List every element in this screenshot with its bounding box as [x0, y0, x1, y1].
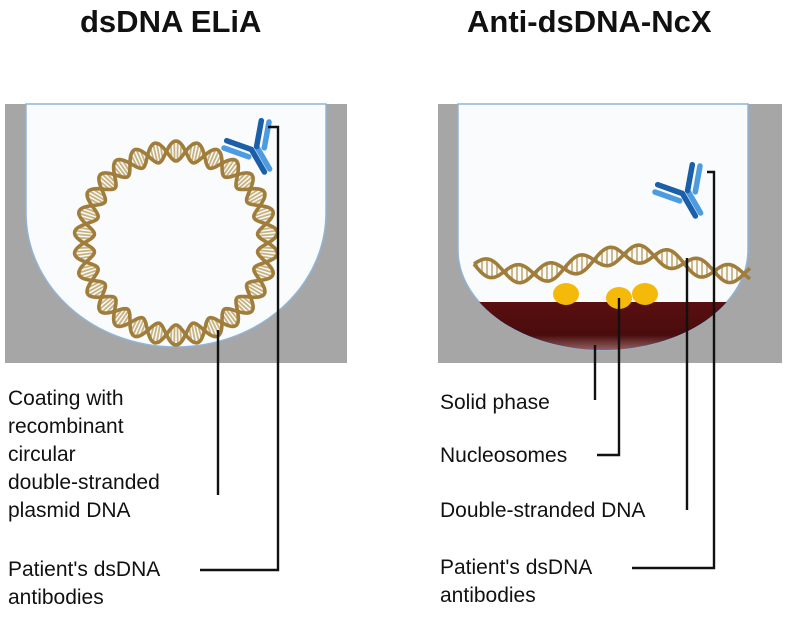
label-solid-phase: Solid phase	[440, 390, 550, 415]
label-right-antibodies-line-2: antibodies	[440, 583, 536, 608]
label-coating-line-5: plasmid DNA	[8, 498, 131, 523]
label-dsdna: Double-stranded DNA	[440, 498, 645, 523]
label-left-antibodies-line-1: Patient's dsDNA	[8, 557, 160, 582]
label-coating-line-1: Coating with	[8, 386, 124, 411]
label-left-antibodies-line-2: antibodies	[8, 585, 104, 610]
label-coating-line-2: recombinant	[8, 414, 124, 439]
right-microplate-well	[438, 104, 782, 363]
label-coating-line-3: circular	[8, 442, 76, 467]
right-title: Anti-dsDNA-NcX	[467, 4, 712, 40]
label-right-antibodies-line-1: Patient's dsDNA	[440, 555, 592, 580]
label-nucleosomes: Nucleosomes	[440, 443, 567, 468]
nucleosome	[553, 283, 579, 305]
label-coating-line-4: double-stranded	[8, 470, 160, 495]
left-title: dsDNA ELiA	[80, 4, 261, 40]
nucleosome	[632, 283, 658, 305]
